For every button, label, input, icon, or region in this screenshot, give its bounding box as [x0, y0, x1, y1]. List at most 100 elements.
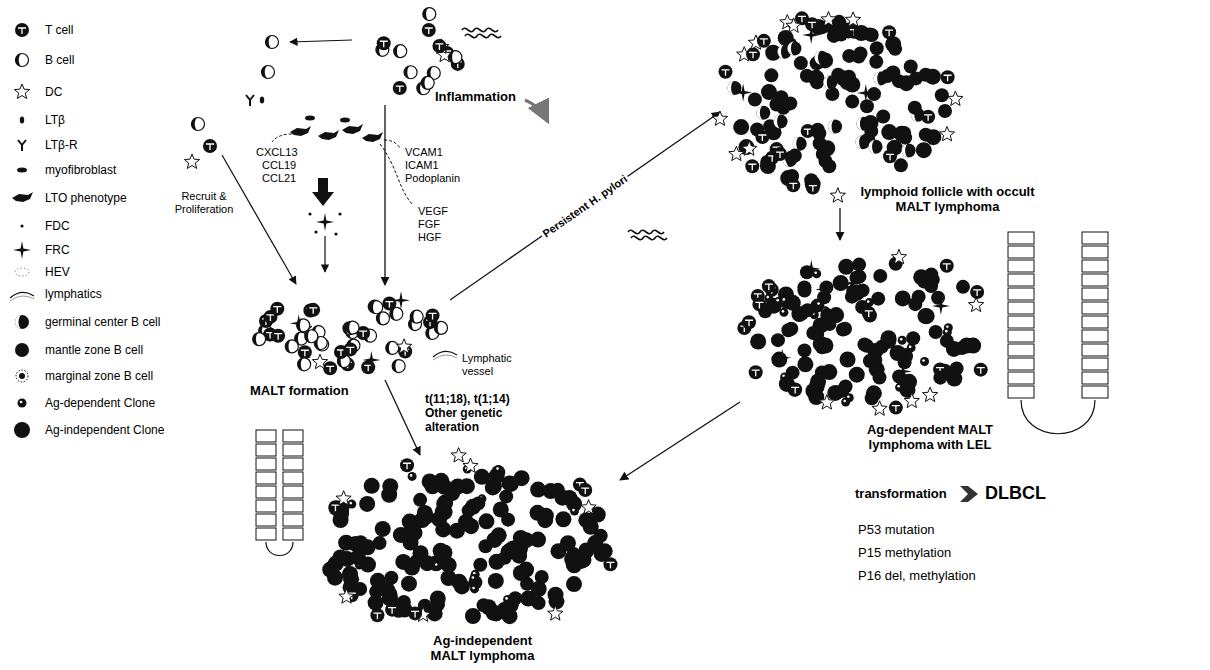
crypt-cell	[1008, 372, 1034, 384]
connector-arrow	[620, 402, 740, 480]
mantle-b-cell	[748, 93, 762, 107]
legend-text: Ag-independent Clone	[45, 423, 164, 437]
cell-ad	[895, 383, 904, 392]
crypt-cell	[1082, 344, 1108, 356]
cell-nucleus	[297, 319, 304, 332]
cell-fdc	[338, 212, 341, 215]
cell-mz	[471, 496, 485, 510]
annotation-label: Lymphatic vessel	[462, 352, 522, 378]
t-cell-body	[762, 279, 776, 293]
t-cell-body	[422, 23, 436, 37]
cell-t	[15, 23, 29, 37]
cell-ai	[382, 478, 398, 494]
recruit-arrow	[222, 155, 296, 284]
clone-spot	[909, 345, 912, 348]
mantle-b-cell	[372, 536, 386, 550]
cell-t	[370, 608, 384, 622]
t-cell-body	[940, 259, 954, 273]
ag-independent-clone	[368, 595, 384, 611]
cell-ai	[797, 356, 813, 372]
crypt-cell	[283, 472, 303, 484]
t-cell-mark	[804, 129, 812, 135]
t-cell-body	[408, 606, 422, 620]
cell-cluster	[740, 240, 1000, 420]
clone-spot	[867, 300, 870, 303]
cell-nucleus	[856, 135, 863, 149]
annotation-label: VCAM1	[405, 146, 443, 159]
cell-fdc	[334, 232, 337, 235]
t-cell-body	[746, 47, 760, 61]
cell-mz	[852, 49, 866, 63]
t-cell-mark	[266, 315, 274, 321]
t-cell-mark	[425, 28, 433, 34]
t-cell-mark	[346, 347, 354, 353]
legend-text: myofibroblast	[45, 163, 116, 177]
cell-nucleus	[756, 106, 763, 120]
cell-dc	[463, 458, 478, 472]
gc-b-cell	[728, 81, 742, 95]
ag-dependent-clone	[841, 398, 850, 407]
ag-independent-clone	[819, 140, 835, 156]
cell-t	[306, 303, 320, 317]
ag-independent-clone	[418, 509, 434, 525]
ag-independent-clone	[478, 513, 494, 529]
crypt-cell	[1082, 260, 1108, 272]
b-cell-body	[298, 358, 311, 371]
cell-ad	[347, 500, 356, 509]
cell-b	[386, 341, 399, 354]
ag-independent-clone	[733, 119, 749, 135]
cell-nucleus	[902, 144, 909, 158]
cell-b	[298, 358, 311, 371]
legend-text: marginal zone B cell	[45, 369, 153, 383]
mantle-b-cell	[894, 158, 908, 172]
mantle-b-cell	[935, 88, 949, 102]
cell-ai	[750, 334, 766, 350]
cell-ai	[486, 478, 502, 494]
t-cell-body	[385, 603, 399, 617]
b-cell-body	[434, 321, 447, 334]
cell-mz	[806, 326, 820, 340]
t-cell-body	[719, 65, 733, 79]
cell-mz	[761, 84, 775, 98]
cell-dc	[923, 387, 938, 402]
cell-mz	[872, 371, 886, 385]
cell-mz	[912, 290, 926, 304]
cell-mz	[794, 56, 808, 70]
cell-mz	[15, 343, 29, 357]
crypt-cell	[256, 514, 276, 526]
t-cell-mark	[301, 350, 309, 356]
cell-dc	[312, 354, 327, 369]
cell-dc	[948, 91, 963, 106]
crypt-cell	[1082, 302, 1108, 314]
cell-ad	[469, 574, 478, 583]
cell-ai	[449, 523, 465, 539]
cell-nucleus	[370, 301, 376, 314]
cell-b	[394, 45, 407, 58]
cell-myo	[17, 168, 27, 173]
cell-t	[385, 603, 399, 617]
crypt-cell	[256, 486, 276, 498]
t-cell-body	[603, 557, 617, 571]
cell-ai	[14, 422, 30, 438]
t-cell-mark	[944, 75, 952, 81]
cell-ai	[382, 586, 398, 602]
cell-b	[16, 54, 29, 67]
cell-t	[745, 159, 759, 173]
b-cell-body	[346, 321, 359, 334]
cell-t	[343, 342, 357, 356]
cell-mz	[797, 343, 811, 357]
ag-independent-clone	[805, 383, 821, 399]
cell-nucleus	[823, 75, 830, 89]
clone-spot	[814, 271, 817, 274]
cell-b	[423, 8, 436, 21]
cell-dc	[451, 448, 466, 462]
cell-dc	[14, 84, 29, 99]
cell-t	[762, 279, 776, 293]
crypt-cell	[1082, 372, 1108, 384]
annotation-label: VEGF	[418, 205, 448, 218]
lesion-cluster: lymphoid follicle with occult MALT lymph…	[720, 8, 960, 208]
crypt-cell	[1082, 358, 1108, 370]
ag-independent-clone	[424, 478, 440, 494]
ag-independent-clone	[395, 554, 411, 570]
